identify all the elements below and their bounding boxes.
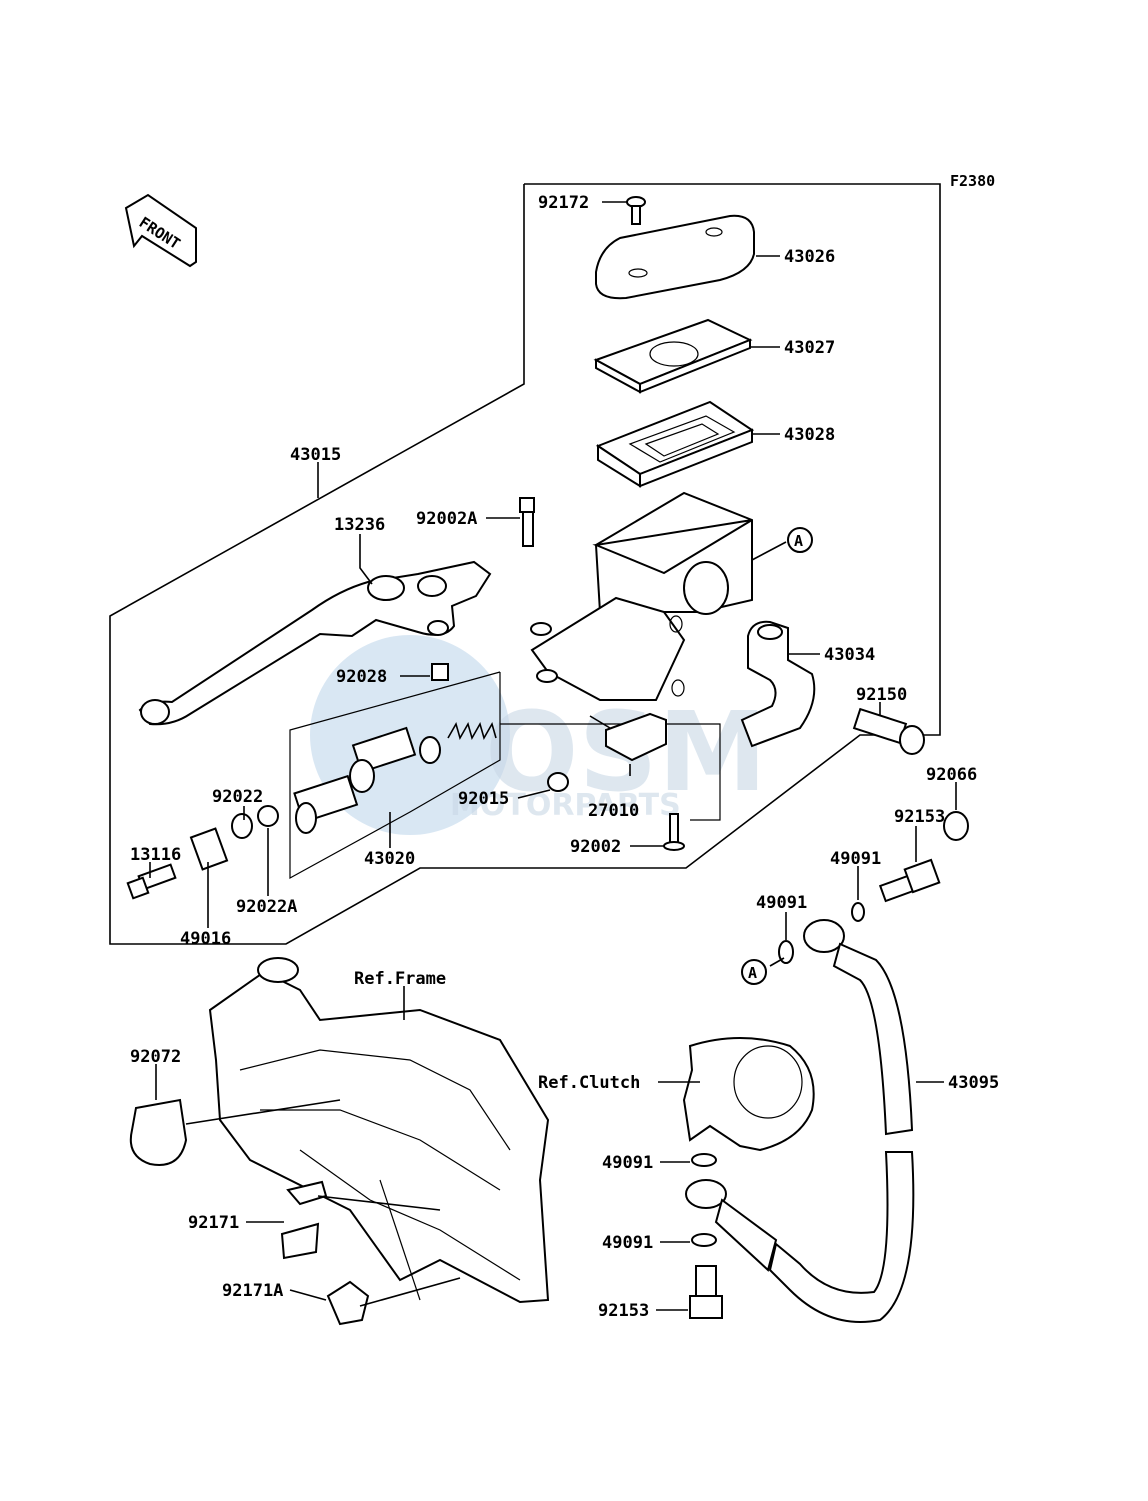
clamp-92171 [280, 1180, 328, 1260]
diaphragm [595, 400, 755, 488]
label-ref-frame: Ref.Frame [354, 969, 446, 989]
label-92153-top: 92153 [894, 807, 945, 827]
washer-49091-a [851, 902, 865, 922]
push-rod [126, 805, 279, 900]
label-43034: 43034 [824, 645, 875, 665]
washer-49091-d [691, 1233, 717, 1247]
label-ref-clutch: Ref.Clutch [538, 1073, 640, 1093]
banjo-bolt-top [878, 858, 941, 903]
label-43020: 43020 [364, 849, 415, 869]
label-27010: 27010 [588, 801, 639, 821]
label-92150: 92150 [856, 685, 907, 705]
label-92022: 92022 [212, 787, 263, 807]
watermark-sub: MOTORPARTS [450, 788, 681, 823]
clutch-switch [547, 712, 685, 851]
part-labels: 92172 43026 43027 43028 43015 13236 9200… [130, 193, 999, 1321]
label-92002: 92002 [570, 837, 621, 857]
clutch-release [682, 1037, 815, 1152]
diaphragm-plate [593, 318, 753, 394]
label-92171A: 92171A [222, 1281, 283, 1301]
label-92066: 92066 [926, 765, 977, 785]
callout-a-bottom-label: A [748, 964, 757, 982]
washer-49091-b [778, 940, 794, 964]
label-43026: 43026 [784, 247, 835, 267]
label-92172: 92172 [538, 193, 589, 213]
callout-a-bottom: A [741, 959, 767, 985]
label-13236: 13236 [334, 515, 385, 535]
piston-group-outline [289, 671, 501, 880]
label-92028: 92028 [336, 667, 387, 687]
piston-spring [447, 721, 497, 741]
label-43095: 43095 [948, 1073, 999, 1093]
callout-a-top-label: A [794, 532, 803, 550]
label-92072: 92072 [130, 1047, 181, 1067]
clutch-hose [685, 919, 915, 1323]
callout-a-top: A [787, 527, 813, 553]
cap-screw [626, 196, 646, 225]
label-49091-d: 49091 [602, 1233, 653, 1253]
pivot-bolt [519, 497, 535, 547]
label-92153-bottom: 92153 [598, 1301, 649, 1321]
label-43028: 43028 [784, 425, 835, 445]
assembly-outline [109, 183, 941, 945]
clutch-lever [138, 560, 492, 726]
figure-code: F2380 [950, 172, 995, 190]
banjo-bolt-bottom [689, 1265, 723, 1319]
piston-set [293, 726, 441, 834]
frame [208, 957, 550, 1304]
label-92002A: 92002A [416, 509, 477, 529]
label-49016: 49016 [180, 929, 231, 949]
label-92171: 92171 [188, 1213, 239, 1233]
label-49091-c: 49091 [602, 1153, 653, 1173]
band-92072 [129, 1098, 188, 1166]
label-49091-a: 49091 [830, 849, 881, 869]
washer-49091-c [691, 1153, 717, 1167]
master-cylinder-body [530, 491, 753, 701]
label-43027: 43027 [784, 338, 835, 358]
front-arrow-icon: FRONT [124, 193, 197, 268]
bolt-cap [943, 811, 969, 841]
handlebar-clamp [740, 620, 816, 748]
watermark: OSM MOTORPARTS [310, 635, 767, 835]
label-92015: 92015 [458, 789, 509, 809]
label-43015: 43015 [290, 445, 341, 465]
label-49091-b: 49091 [756, 893, 807, 913]
clamp-bolt [852, 707, 925, 755]
label-13116: 13116 [130, 845, 181, 865]
reservoir-cap [595, 214, 755, 300]
clamp-92171A [326, 1280, 370, 1326]
label-92022A: 92022A [236, 897, 297, 917]
leader-lines [149, 201, 957, 1311]
bushing [431, 663, 449, 681]
